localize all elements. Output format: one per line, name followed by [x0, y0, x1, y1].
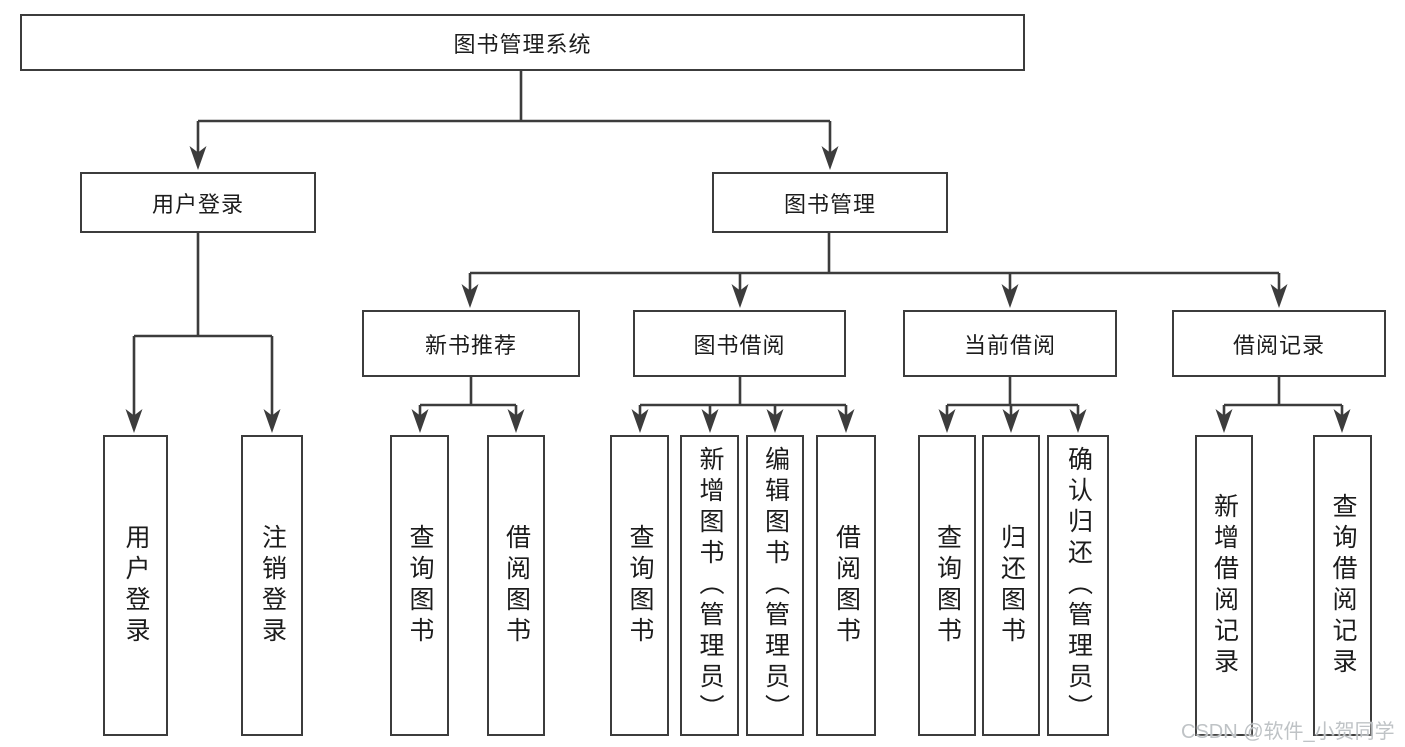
node-current-borrow: 当前借阅 — [903, 310, 1117, 377]
node-return-book-label: 归还图书 — [997, 523, 1026, 648]
node-user-login: 用户登录 — [80, 172, 316, 233]
node-borrow-record: 借阅记录 — [1172, 310, 1386, 377]
node-root-label: 图书管理系统 — [453, 31, 592, 57]
node-add-book-admin-label: 新增图书（管理员） — [696, 446, 724, 725]
node-add-borrow-record: 新增借阅记录 — [1195, 435, 1253, 736]
node-borrow-book-2-label: 借阅图书 — [832, 523, 861, 648]
node-user-login-label: 用户登录 — [151, 191, 244, 217]
node-logout-label: 注销登录 — [258, 523, 287, 648]
node-logout: 注销登录 — [241, 435, 303, 736]
node-query-book-3-label: 查询图书 — [933, 523, 962, 648]
csdn-watermark: CSDN @软件_小贺同学 — [1181, 721, 1395, 743]
node-book-borrow-label: 图书借阅 — [693, 332, 786, 358]
node-new-book-recommend-label: 新书推荐 — [424, 332, 517, 358]
node-user-login-leaf-label: 用户登录 — [122, 523, 150, 648]
node-edit-book-admin: 编辑图书（管理员） — [746, 435, 804, 736]
node-borrow-book-2: 借阅图书 — [816, 435, 876, 736]
node-book-borrow: 图书借阅 — [633, 310, 846, 377]
node-confirm-return-admin: 确认归还（管理员） — [1047, 435, 1109, 736]
node-query-book-2: 查询图书 — [610, 435, 669, 736]
node-book-management: 图书管理 — [712, 172, 948, 233]
node-query-book-1-label: 查询图书 — [406, 523, 434, 648]
node-query-book-1: 查询图书 — [390, 435, 449, 736]
node-query-borrow-record: 查询借阅记录 — [1313, 435, 1372, 736]
node-book-management-label: 图书管理 — [783, 191, 876, 217]
node-return-book: 归还图书 — [982, 435, 1040, 736]
node-add-borrow-record-label: 新增借阅记录 — [1210, 492, 1239, 679]
node-query-book-3: 查询图书 — [918, 435, 976, 736]
node-new-book-recommend: 新书推荐 — [362, 310, 580, 377]
node-query-borrow-record-label: 查询借阅记录 — [1329, 492, 1357, 679]
node-user-login-leaf: 用户登录 — [103, 435, 168, 736]
node-edit-book-admin-label: 编辑图书（管理员） — [761, 446, 790, 725]
node-add-book-admin: 新增图书（管理员） — [680, 435, 739, 736]
node-query-book-2-label: 查询图书 — [626, 523, 654, 648]
node-current-borrow-label: 当前借阅 — [963, 332, 1056, 358]
node-confirm-return-admin-label: 确认归还（管理员） — [1064, 446, 1093, 725]
node-root: 图书管理系统 — [20, 14, 1025, 71]
node-borrow-book-1: 借阅图书 — [487, 435, 545, 736]
node-borrow-book-1-label: 借阅图书 — [502, 523, 531, 648]
node-borrow-record-label: 借阅记录 — [1232, 332, 1325, 358]
